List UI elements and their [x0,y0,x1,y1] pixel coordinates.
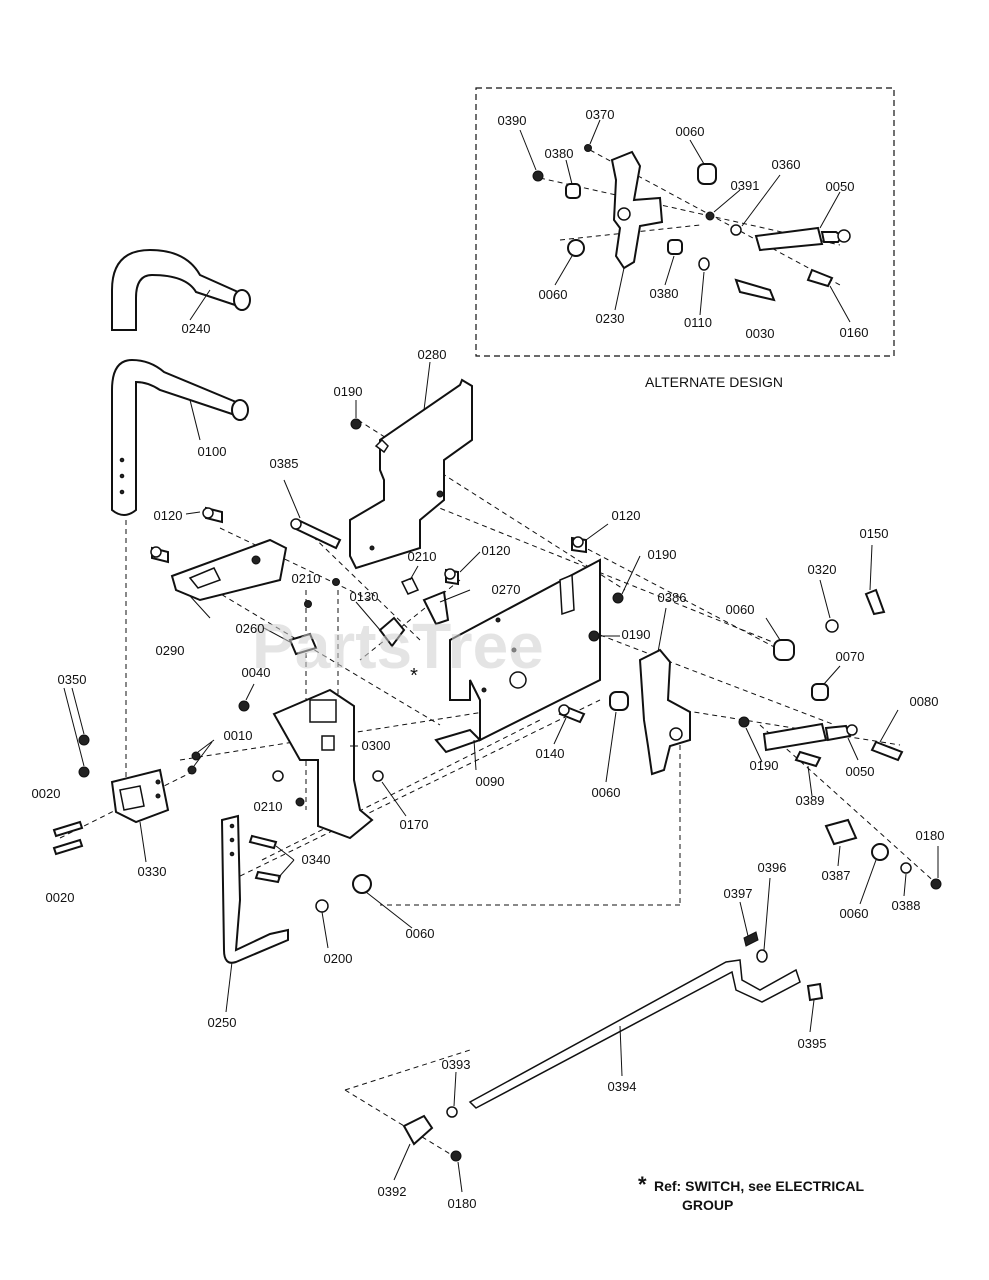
watermark: PartsTree [252,610,544,682]
label-0350: 0350 [58,672,87,687]
label-0370: 0370 [586,107,615,122]
label-0210-a: 0210 [408,549,437,564]
label-0385: 0385 [270,456,299,471]
label-0060-e: 0060 [840,906,869,921]
label-0050-b: 0050 [846,764,875,779]
part-0280-plate [349,378,473,570]
label-0300: 0300 [362,738,391,753]
label-0020-b: 0020 [46,890,75,905]
label-0320: 0320 [808,562,837,577]
label-0387: 0387 [822,868,851,883]
note-line-1: Ref: SWITCH, see ELECTRICAL [654,1178,864,1194]
label-0380-a: 0380 [545,146,574,161]
label-0190-a: 0190 [334,384,363,399]
label-0397: 0397 [724,886,753,901]
label-0070: 0070 [836,649,865,664]
label-0020-a: 0020 [32,786,61,801]
label-0190-b: 0190 [648,547,677,562]
part-0240-grip [111,248,246,331]
label-0060-d: 0060 [592,785,621,800]
label-0390: 0390 [498,113,527,128]
label-0210-b: 0210 [292,571,321,586]
label-0120-c: 0120 [482,543,511,558]
label-0060-b: 0060 [539,287,568,302]
part-0394-rod [468,959,801,1109]
label-0180-b: 0180 [448,1196,477,1211]
label-0060-c: 0060 [726,602,755,617]
part-0260-clip [288,632,318,656]
label-0010: 0010 [224,728,253,743]
label-0280: 0280 [418,347,447,362]
label-0389: 0389 [796,793,825,808]
label-0393: 0393 [442,1057,471,1072]
part-0300-bracket [272,688,374,840]
label-0150: 0150 [860,526,889,541]
alternate-design-frame [475,87,895,357]
main-leaders [63,289,939,1193]
label-0270: 0270 [492,582,521,597]
part-0050-strut [762,722,828,752]
label-0160: 0160 [840,325,869,340]
label-0395: 0395 [798,1036,827,1051]
note-asterisk: * [638,1172,647,1197]
label-0380-b: 0380 [650,286,679,301]
label-0120-b: 0120 [612,508,641,523]
label-0100: 0100 [198,444,227,459]
part-labels: 0390 0370 0060 0380 0360 0391 0050 0060 … [32,107,945,1211]
part-0270 [422,590,450,626]
label-0190-c: 0190 [622,627,651,642]
label-0210-c: 0210 [254,799,283,814]
part-0290-bracket [170,538,288,602]
label-0060-a: 0060 [676,124,705,139]
label-0250: 0250 [208,1015,237,1030]
label-0060-f: 0060 [406,926,435,941]
label-0030: 0030 [746,326,775,341]
label-0130: 0130 [350,589,379,604]
label-0050-a: 0050 [826,179,855,194]
label-0090: 0090 [476,774,505,789]
part-0392 [402,1114,434,1146]
label-0260: 0260 [236,621,265,636]
label-0140: 0140 [536,746,565,761]
label-0180-a: 0180 [916,828,945,843]
note-line-2: GROUP [682,1197,733,1213]
part-0150 [864,588,886,616]
label-0340: 0340 [302,852,331,867]
part-0386-arm [638,648,691,776]
alternate-design-label: ALTERNATE DESIGN [645,374,783,390]
main-dashed-lines [59,419,939,1161]
label-0360: 0360 [772,157,801,172]
label-0110: 0110 [684,315,712,330]
alternate-design-parts [532,144,851,302]
part-0250-lever [220,814,289,964]
label-0190-d: 0190 [750,758,779,773]
label-0170: 0170 [400,817,429,832]
label-0120-a: 0120 [154,508,183,523]
label-0230: 0230 [596,311,625,326]
label-0394: 0394 [608,1079,637,1094]
label-0388: 0388 [892,898,921,913]
alternate-design-leaders [519,119,851,323]
label-0396-a: 0396 [758,860,787,875]
label-0290: 0290 [156,643,185,658]
label-0392: 0392 [378,1184,407,1199]
part-0100-handle [111,358,246,516]
part-0130 [378,616,406,648]
label-0200: 0200 [324,951,353,966]
label-0080: 0080 [910,694,939,709]
label-0040: 0040 [242,665,271,680]
label-0240: 0240 [182,321,211,336]
part-0190-nut [350,418,362,430]
label-0386: 0386 [658,590,687,605]
label-0391: 0391 [731,178,760,193]
svg-text:*: * [410,665,418,687]
label-0330: 0330 [138,864,167,879]
